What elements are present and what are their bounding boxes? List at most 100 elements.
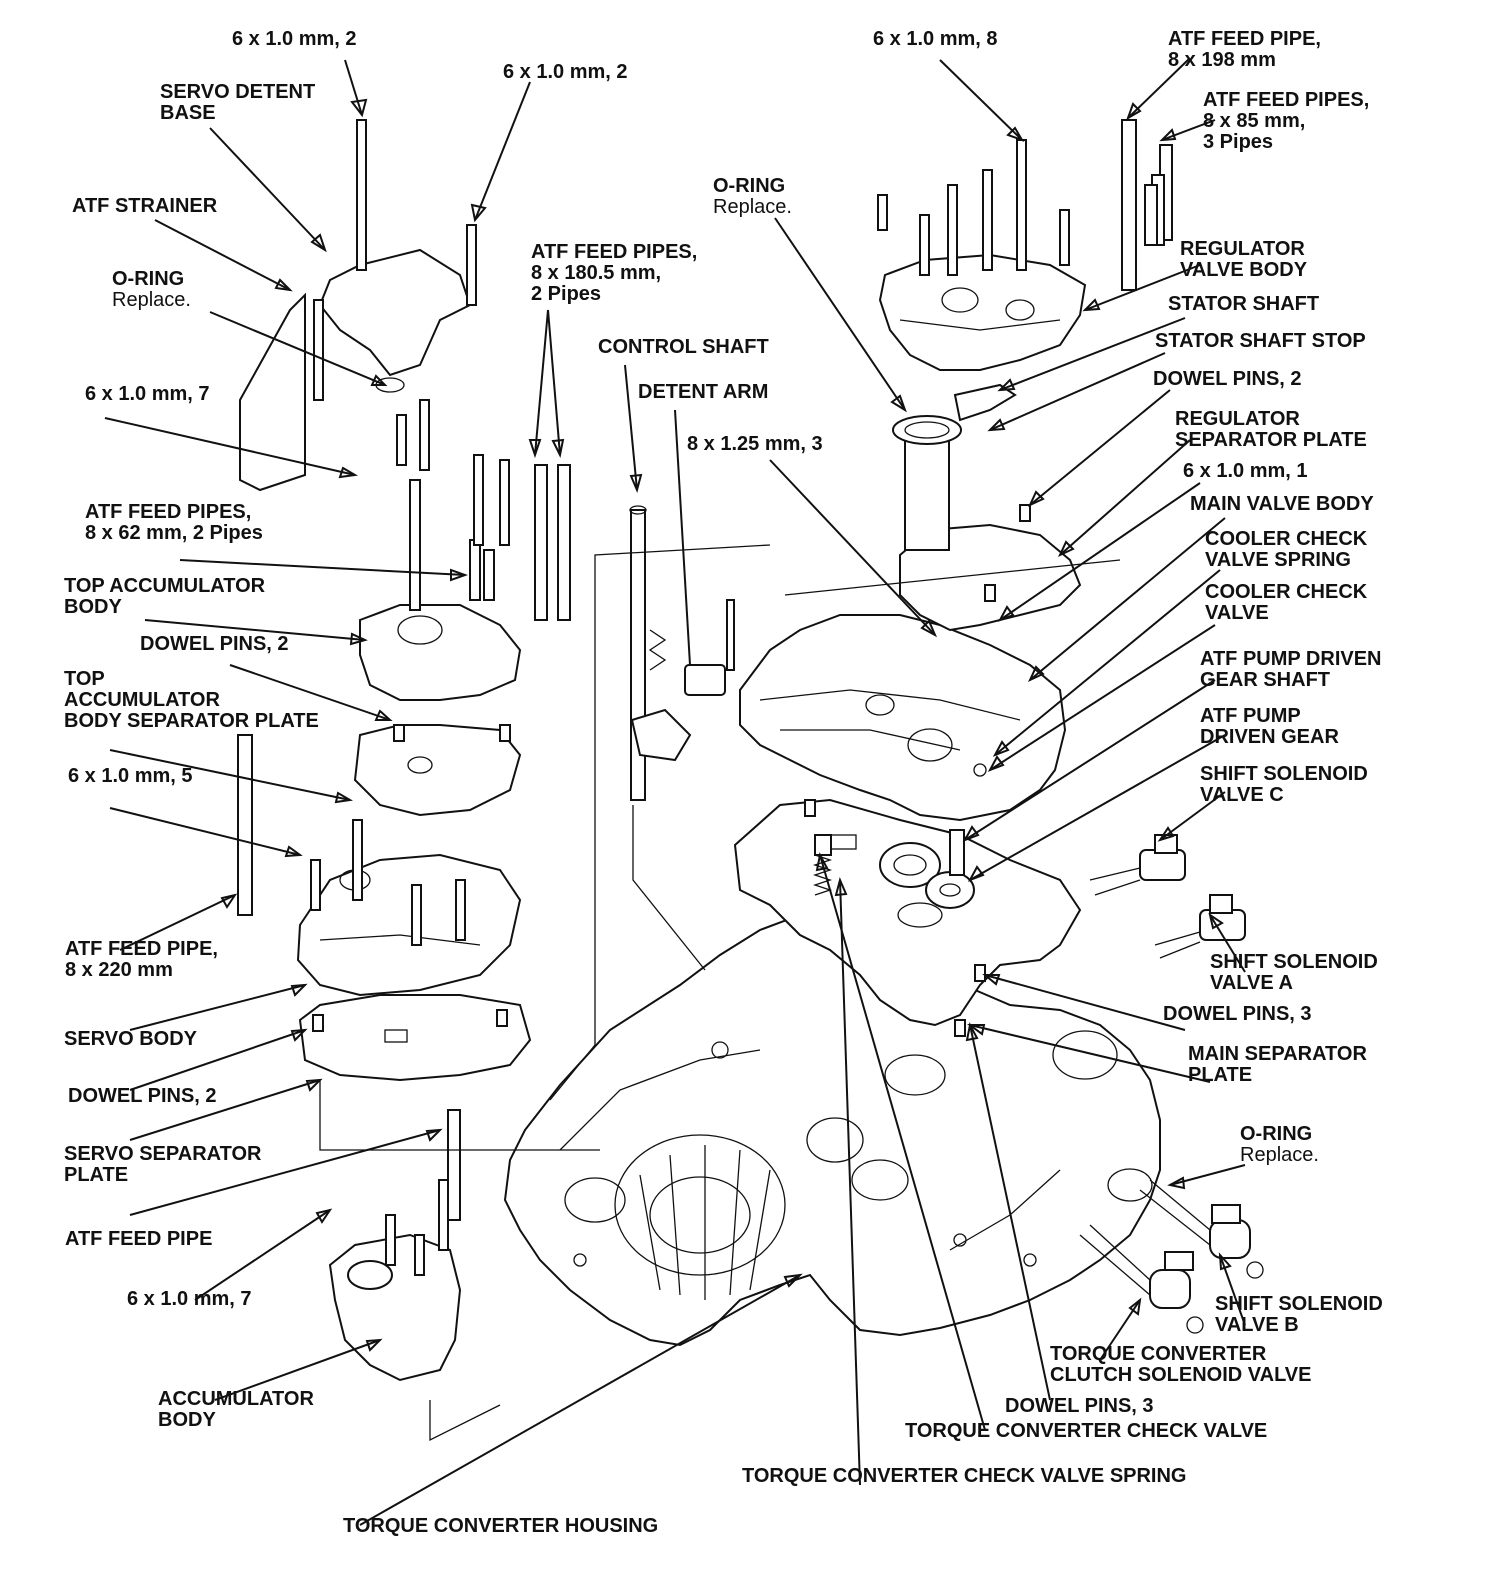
label-tc-check-valve: TORQUE CONVERTER CHECK VALVE	[905, 1420, 1267, 1442]
label-line: TOP	[64, 668, 105, 690]
label-control-shaft: CONTROL SHAFT	[598, 336, 769, 358]
label-line: BODY	[158, 1409, 216, 1431]
control-shaft-drawing	[629, 505, 735, 801]
label-line: DOWEL PINS, 2	[1153, 368, 1302, 390]
label-bolt-6x1-2-strainer: 6 x 1.0 mm, 2	[503, 61, 628, 83]
label-line: 3 Pipes	[1203, 131, 1273, 153]
label-line: ATF FEED PIPE,	[1168, 28, 1321, 50]
label-dowel-pins-2-regulator: DOWEL PINS, 2	[1153, 368, 1302, 390]
label-line: REGULATOR	[1180, 238, 1305, 260]
label-bolt-6x1-8: 6 x 1.0 mm, 8	[873, 28, 998, 50]
dowel-pin-drawing	[499, 724, 511, 742]
label-line: TORQUE CONVERTER	[1050, 1343, 1267, 1365]
label-bolt-6x1-2-top: 6 x 1.0 mm, 2	[232, 28, 357, 50]
label-line: 8 x 180.5 mm,	[531, 262, 661, 284]
label-line: SEPARATOR PLATE	[1175, 429, 1367, 451]
label-line: ACCUMULATOR	[64, 689, 220, 711]
label-line: 6 x 1.0 mm, 2	[503, 61, 628, 83]
label-line: ATF PUMP DRIVEN	[1200, 648, 1382, 670]
label-note: Replace.	[713, 196, 792, 218]
label-line: ATF FEED PIPE,	[65, 938, 218, 960]
label-dowel-pins-3-main: DOWEL PINS, 3	[1163, 1003, 1312, 1025]
top-accumulator-separator-plate-drawing	[353, 724, 522, 817]
label-line: ATF FEED PIPES,	[85, 501, 251, 523]
label-line: PLATE	[1188, 1064, 1252, 1086]
label-line: VALVE B	[1215, 1314, 1299, 1336]
dowel-pin-drawing	[974, 964, 986, 982]
top-accumulator-body-drawing	[359, 399, 571, 701]
regulator-separator-plate-drawing	[899, 523, 1082, 632]
label-line: 8 x 85 mm,	[1203, 110, 1305, 132]
label-line: 6 x 1.0 mm, 7	[85, 383, 210, 405]
label-bolt-6x1-7-upper: 6 x 1.0 mm, 7	[85, 383, 210, 405]
label-line: ATF FEED PIPES,	[531, 241, 697, 263]
label-line: SERVO DETENT	[160, 81, 315, 103]
label-dowel-pins-3-bottom: DOWEL PINS, 3	[1005, 1395, 1154, 1417]
label-line: CONTROL SHAFT	[598, 336, 769, 358]
label-line: VALVE A	[1210, 972, 1293, 994]
label-line: 8 x 198 mm	[1168, 49, 1276, 71]
label-detent-arm: DETENT ARM	[638, 381, 768, 403]
label-line: GEAR SHAFT	[1200, 669, 1330, 691]
label-line: SERVO SEPARATOR	[64, 1143, 262, 1165]
servo-body-drawing	[237, 734, 522, 997]
label-line: ATF FEED PIPES,	[1203, 89, 1369, 111]
solenoid-valves-drawing	[1079, 834, 1264, 1334]
label-bolt-6x1-5: 6 x 1.0 mm, 5	[68, 765, 193, 787]
main-valve-body-drawing	[739, 614, 1067, 822]
dowel-pin-drawing	[393, 724, 405, 742]
label-line: 6 x 1.0 mm, 5	[68, 765, 193, 787]
label-servo-body: SERVO BODY	[64, 1028, 198, 1050]
atf-strainer-drawing	[239, 292, 306, 492]
label-line: VALVE	[1205, 602, 1269, 624]
label-line: ATF FEED PIPE	[65, 1228, 212, 1250]
label-dowel-pins-2-servo: DOWEL PINS, 2	[68, 1085, 217, 1107]
label-line: O-RING	[713, 175, 785, 197]
label-line: BASE	[160, 102, 216, 124]
label-line: 6 x 1.0 mm, 1	[1183, 460, 1308, 482]
label-line: VALVE BODY	[1180, 259, 1308, 281]
servo-separator-plate-drawing	[298, 994, 532, 1082]
label-atf-feed-pipes-85: ATF FEED PIPES,8 x 85 mm,3 Pipes	[1203, 89, 1369, 153]
label-atf-feed-pipe-220: ATF FEED PIPE,8 x 220 mm	[65, 938, 218, 981]
label-bolt-8x125-3: 8 x 1.25 mm, 3	[687, 433, 823, 455]
label-stator-shaft: STATOR SHAFT	[1168, 293, 1319, 315]
label-line: STATOR SHAFT STOP	[1155, 330, 1366, 352]
label-line: TORQUE CONVERTER CHECK VALVE SPRING	[742, 1465, 1187, 1487]
label-line: COOLER CHECK	[1205, 581, 1368, 603]
check-valve-spring-drawing	[812, 854, 833, 896]
label-line: SHIFT SOLENOID	[1210, 951, 1378, 973]
label-line: DOWEL PINS, 2	[68, 1085, 217, 1107]
label-line: VALVE C	[1200, 784, 1284, 806]
label-line: DETENT ARM	[638, 381, 768, 403]
dowel-pin-drawing	[312, 1014, 324, 1032]
label-line: DRIVEN GEAR	[1200, 726, 1339, 748]
torque-converter-housing-drawing	[503, 913, 1161, 1347]
dowel-pin-drawing	[804, 799, 816, 817]
label-line: ATF PUMP	[1200, 705, 1301, 727]
label-line: 6 x 1.0 mm, 2	[232, 28, 357, 50]
label-main-valve-body: MAIN VALVE BODY	[1190, 493, 1374, 515]
label-line: 8 x 220 mm	[65, 959, 173, 981]
label-tc-check-valve-spring: TORQUE CONVERTER CHECK VALVE SPRING	[742, 1465, 1187, 1487]
label-bolt-6x1-7-lower: 6 x 1.0 mm, 7	[127, 1288, 252, 1310]
regulator-bolts-drawing	[877, 119, 1173, 291]
label-line: 8 x 1.25 mm, 3	[687, 433, 823, 455]
part-drawings	[237, 119, 1264, 1442]
label-line: 2 Pipes	[531, 283, 601, 305]
label-line: 8 x 62 mm, 2 Pipes	[85, 522, 263, 544]
